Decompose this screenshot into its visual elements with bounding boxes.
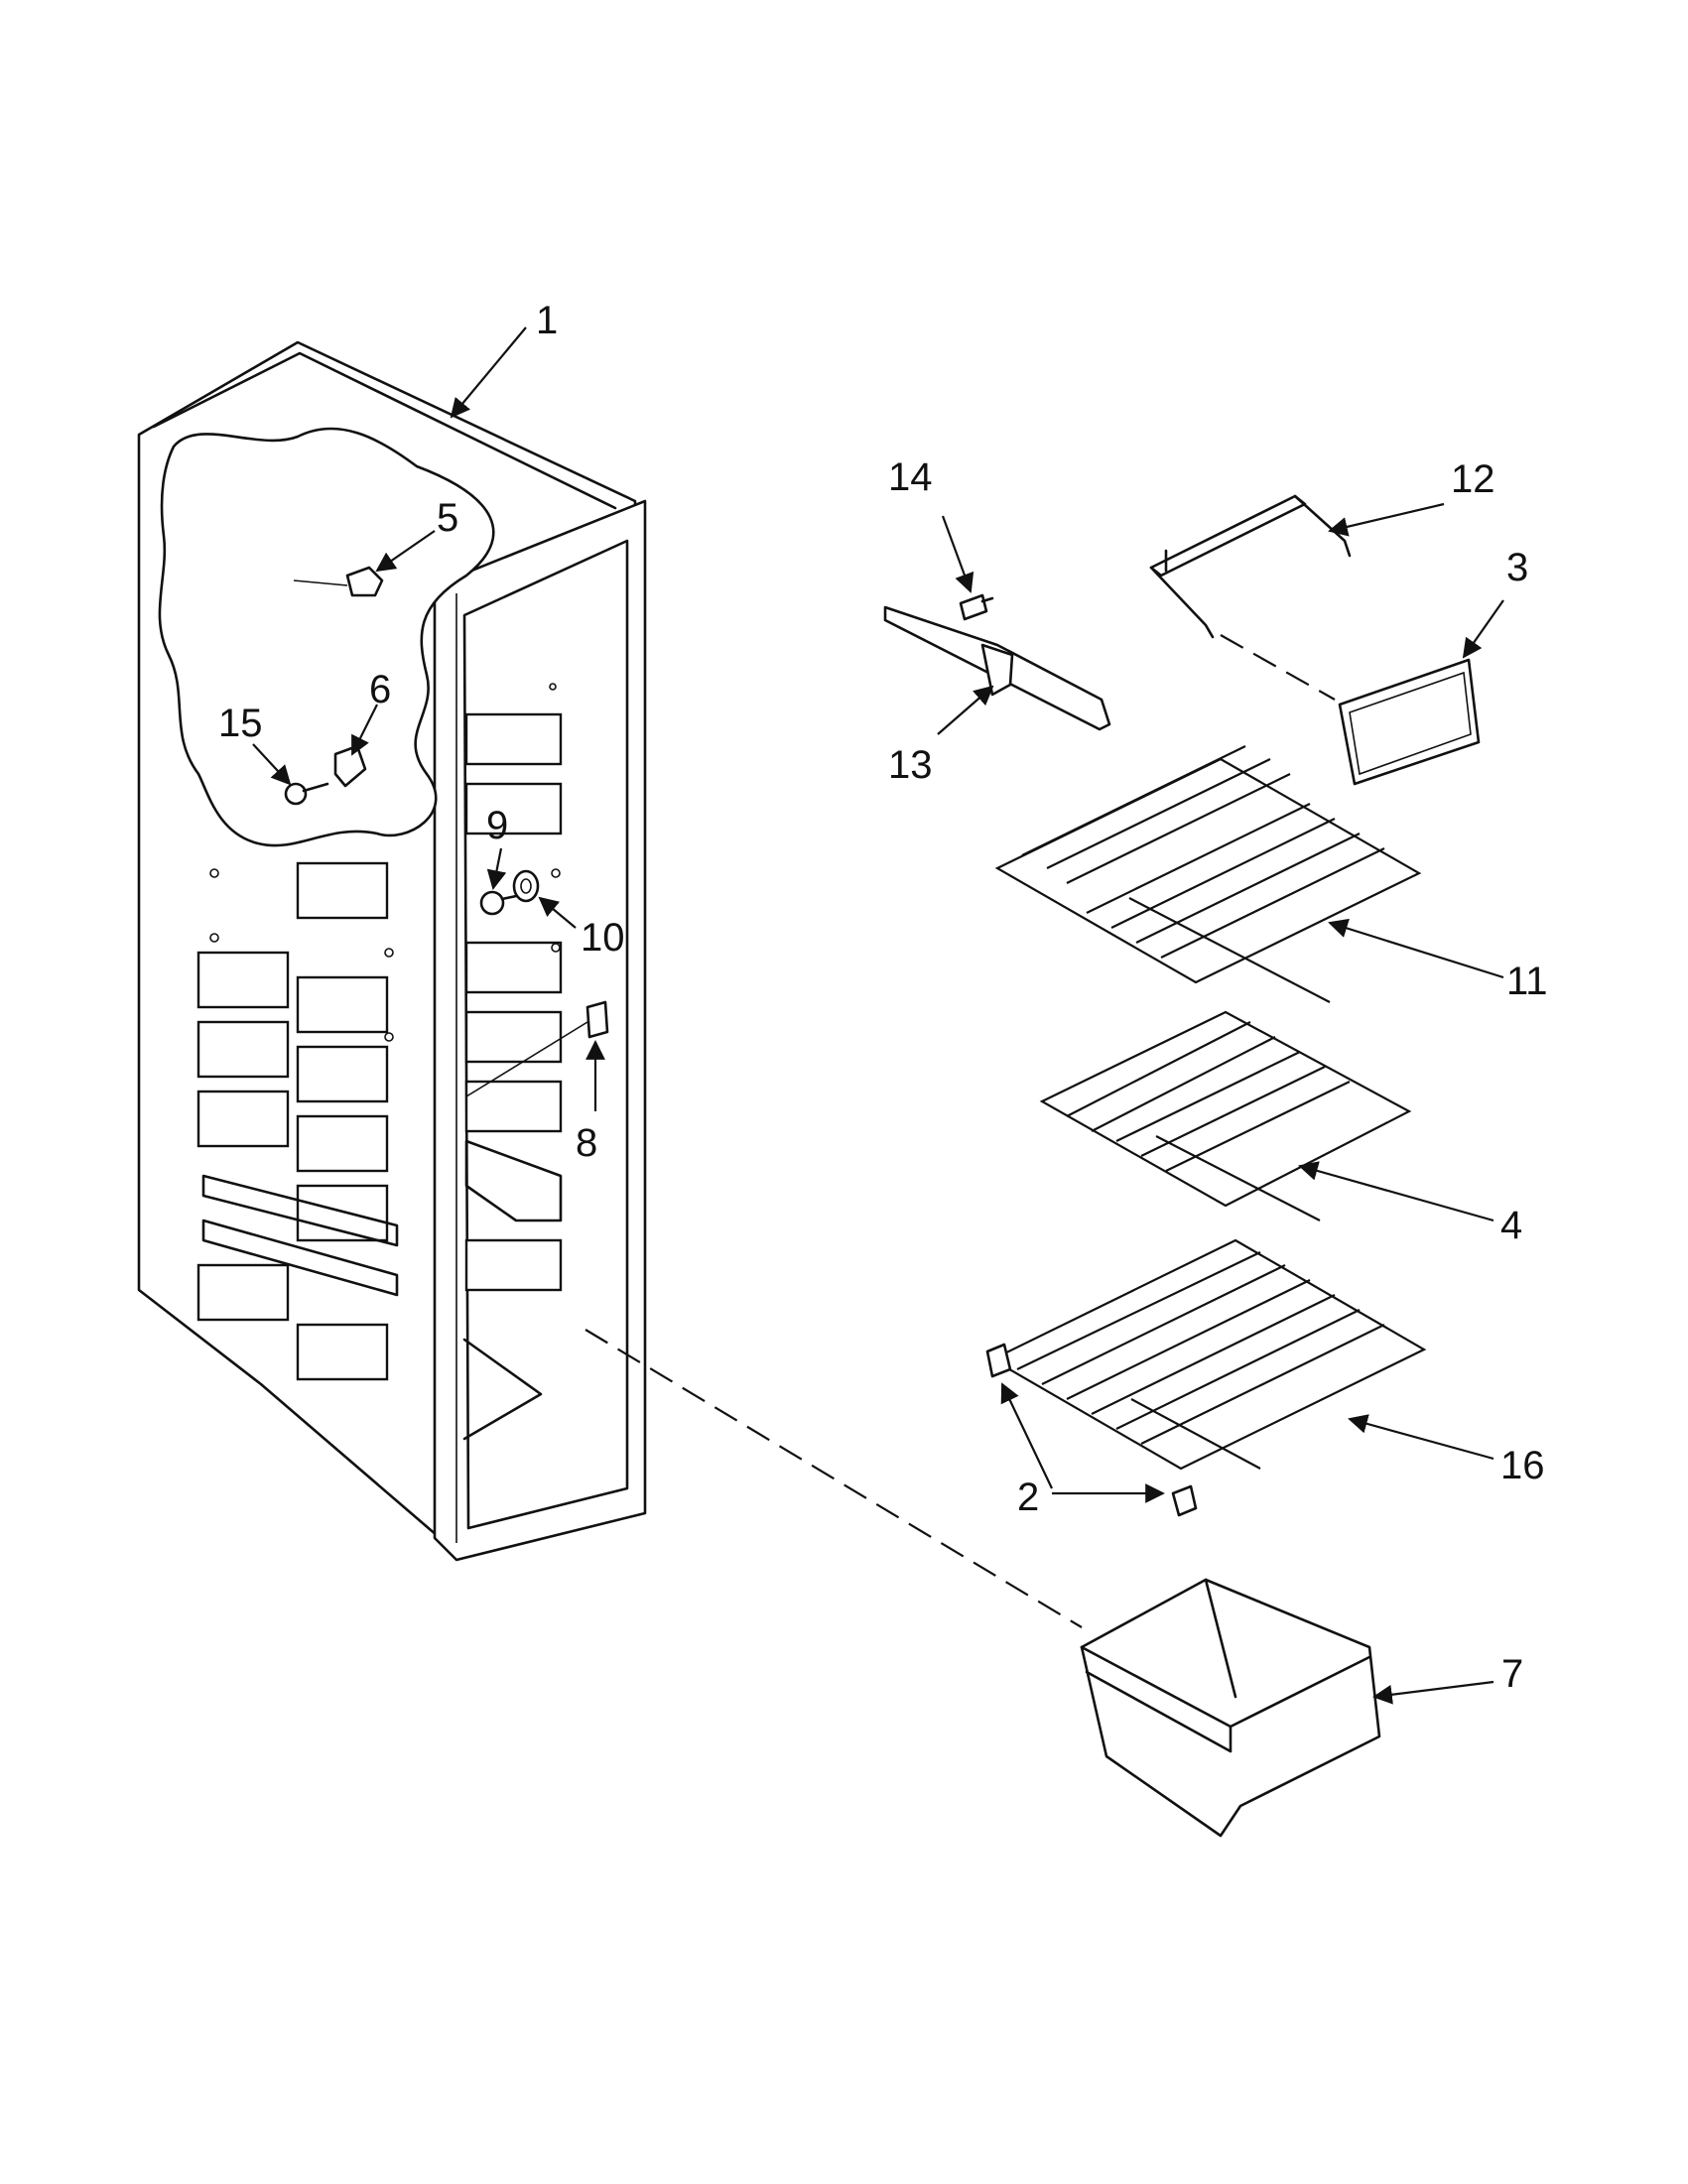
part-8-clip [465, 1000, 609, 1097]
freezer-liner [137, 340, 647, 1562]
part-14-screw [959, 593, 994, 621]
callout-16: 16 [1500, 1444, 1545, 1487]
callout-8: 8 [576, 1121, 597, 1165]
part-15-screw [284, 782, 329, 806]
part-5-clip [293, 566, 384, 597]
callout-1: 1 [536, 299, 558, 342]
part-12-frame [1149, 494, 1352, 639]
callout-6: 6 [369, 668, 391, 711]
part-3-panel [1220, 634, 1481, 786]
callout-7: 7 [1501, 1652, 1523, 1696]
callout-9: 9 [486, 804, 508, 847]
part-7-bin [584, 1329, 1381, 1838]
callout-15: 15 [218, 702, 263, 745]
part-2-support [985, 1343, 1198, 1517]
callout-4: 4 [1500, 1204, 1522, 1247]
part-10-grommet [512, 869, 540, 903]
part-4-shelf [1039, 1010, 1412, 1221]
part-9-screw [479, 890, 523, 916]
part-13-bracket [883, 605, 1111, 731]
callout-3: 3 [1506, 546, 1528, 589]
callout-5: 5 [437, 496, 458, 540]
callout-13: 13 [888, 743, 933, 787]
part-11-shelf [994, 745, 1422, 1003]
callout-10: 10 [581, 916, 625, 960]
callout-14: 14 [888, 455, 933, 499]
part-16-shelf [989, 1238, 1427, 1471]
callout-2: 2 [1017, 1476, 1039, 1519]
leaders [252, 326, 1504, 1705]
callout-11: 11 [1506, 960, 1548, 1003]
callout-12: 12 [1451, 457, 1495, 501]
